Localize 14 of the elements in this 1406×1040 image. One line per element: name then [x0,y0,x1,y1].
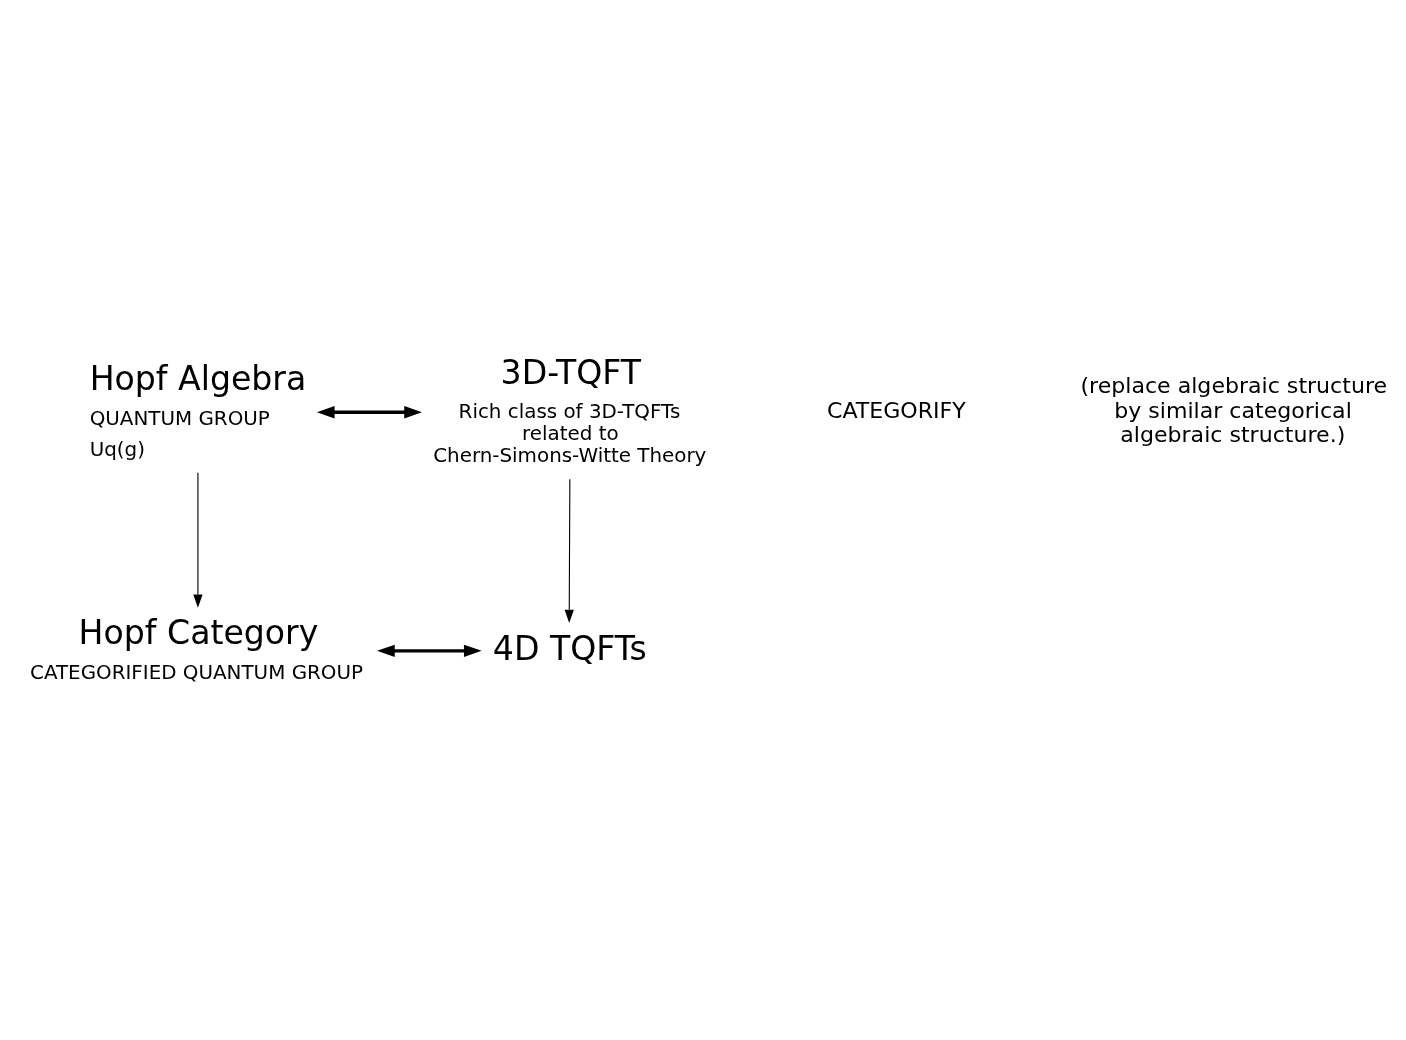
arrow [316,405,422,418]
node-text: 3D-TQFT [500,352,642,392]
node-label: QUANTUM GROUP [89,406,270,430]
arrow [193,471,203,608]
node-label: Rich class of 3D-TQFTs related to Chern-Simons-Witte Theory [433,399,707,467]
node-label: CATEGORIFIED QUANTUM GROUP [30,660,364,684]
arrow [564,478,574,623]
node-text: Hopf Algebra [89,358,307,398]
arrow [377,644,482,657]
node-label: Uq(g) [89,437,145,461]
node-text: Hopf Category [78,612,319,652]
label: (replace algebraic structure by similar categorical algebraic structure.) [1080,371,1388,447]
label: CATEGORIFY [826,396,966,423]
node-text: 4D TQFTs [492,628,647,668]
